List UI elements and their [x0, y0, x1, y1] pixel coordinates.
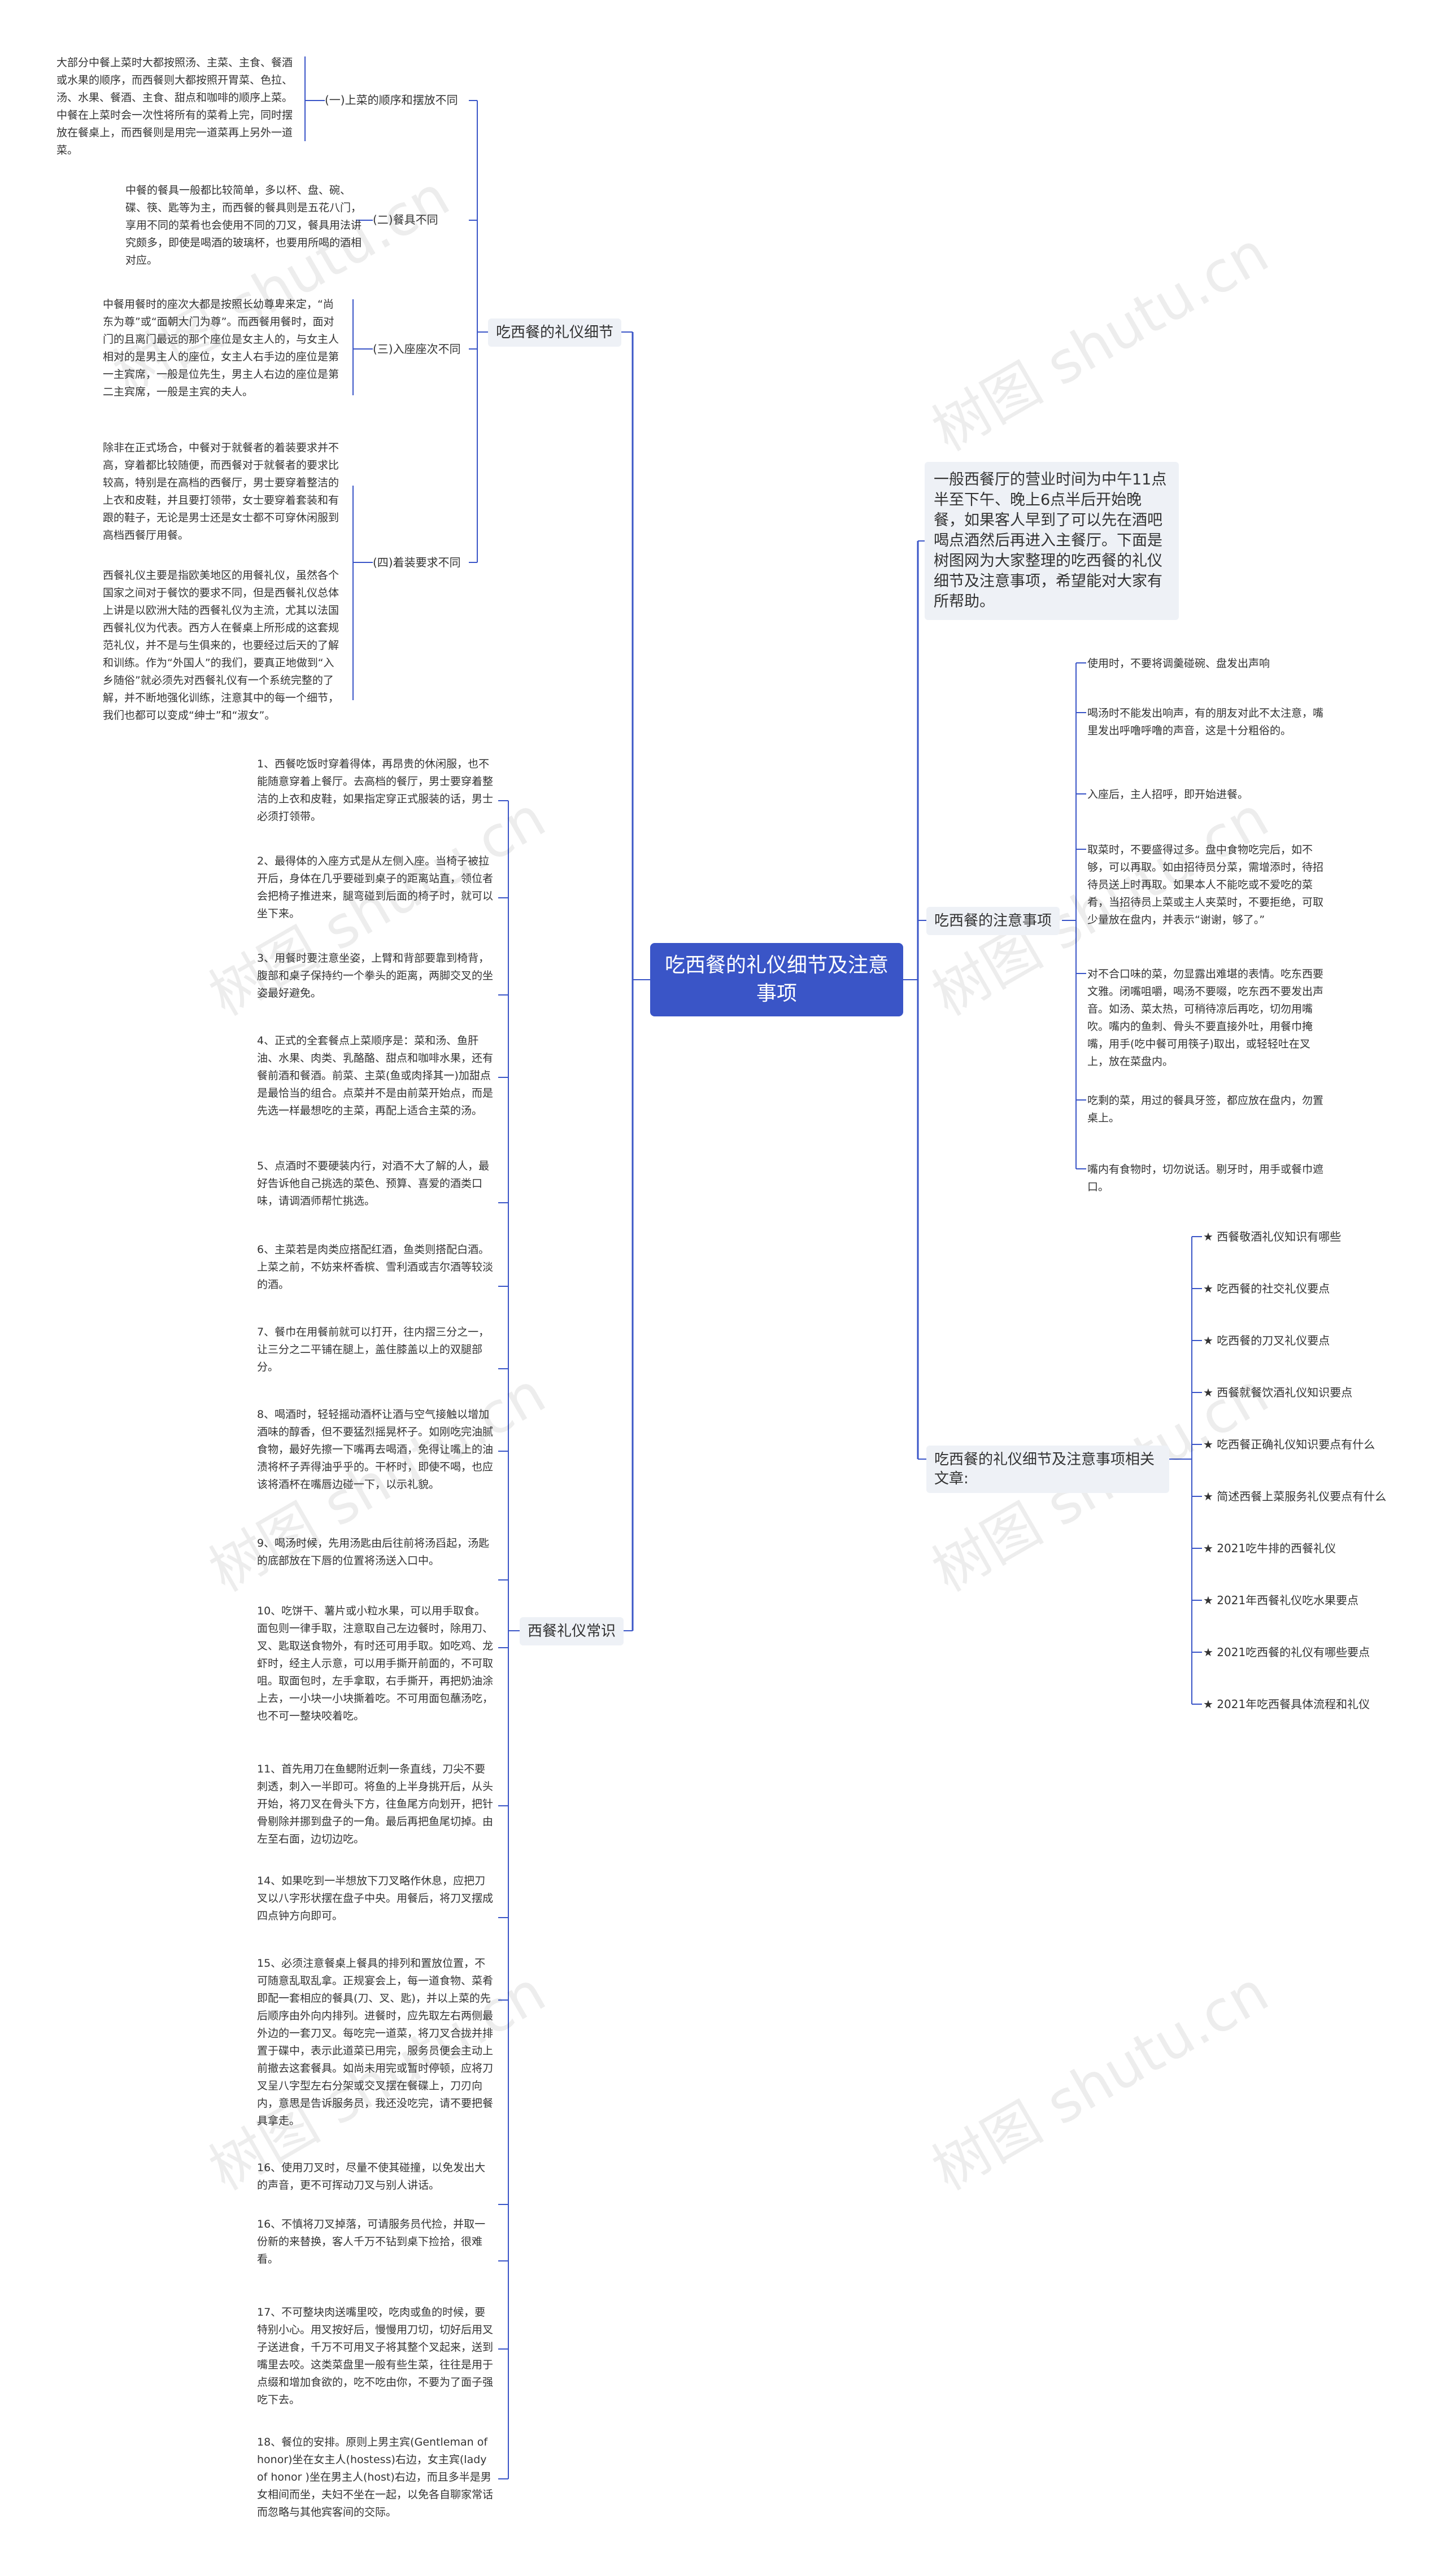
note-item: 使用时，不要将调羹碰碗、盘发出声响	[1087, 657, 1270, 670]
note-item: 取菜时，不要盛得过多。盘中食物吃完后，如不够，可以再取。如由招待员分菜，需增添时…	[1087, 844, 1324, 926]
common-item: 11、首先用刀在鱼鳃附近刺一条直线，刀尖不要刺透，刺入一半即可。将鱼的上半身挑开…	[257, 1763, 494, 1845]
article-link[interactable]: ★ 2021吃西餐的礼仪有哪些要点	[1203, 1645, 1370, 1659]
note-item: 对不合口味的菜，勿显露出难堪的表情。吃东西要文雅。闭嘴咀嚼，喝汤不要啜，吃东西不…	[1087, 968, 1324, 1068]
common-item: 14、如果吃到一半想放下刀叉略作休息，应把刀叉以八字形状摆在盘子中央。用餐后，将…	[257, 1875, 494, 1922]
common-item: 18、餐位的安排。原则上男主宾(Gentleman of honor)坐在女主人…	[257, 2436, 494, 2518]
common-item: 8、喝酒时，轻轻摇动酒杯让酒与空气接触以增加酒味的醇香，但不要猛烈摇晃杯子。如刚…	[257, 1408, 494, 1491]
sub-tableware[interactable]: (二)餐具不同	[373, 213, 438, 226]
common-item: 7、餐巾在用餐前就可以打开，往内摺三分之一，让三分之二平铺在腿上，盖住膝盖以上的…	[257, 1326, 490, 1373]
note-item: 入座后，主人招呼，即开始进餐。	[1087, 788, 1249, 801]
article-link[interactable]: ★ 2021吃牛排的西餐礼仪	[1203, 1542, 1336, 1555]
common-item: 4、正式的全套餐点上菜顺序是：菜和汤、鱼肝油、水果、肉类、乳酪酪、甜点和咖啡水果…	[257, 1034, 494, 1117]
root-topic[interactable]: 吃西餐的礼仪细节及注意事项	[650, 943, 903, 1016]
branch-articles[interactable]: 吃西餐的礼仪细节及注意事项相关文章:	[926, 1446, 1169, 1493]
common-item: 5、点酒时不要硬装内行，对酒不大了解的人，最好告诉他自己挑选的菜色、预算、喜爱的…	[257, 1160, 490, 1207]
common-item: 16、使用刀叉时，尽量不使其碰撞，以免发出大的声音，更不可挥动刀叉与别人讲话。	[257, 2162, 486, 2191]
note-item: 喝汤时不能发出响声，有的朋友对此不太注意，嘴里发出呼噜呼噜的声音，这是十分粗俗的…	[1087, 707, 1324, 737]
note-item: 吃剩的菜，用过的餐具牙签，都应放在盘内，勿置桌上。	[1087, 1094, 1324, 1124]
article-link[interactable]: ★ 2021年吃西餐具体流程和礼仪	[1203, 1697, 1370, 1711]
leaf-text: 除非在正式场合，中餐对于就餐者的着装要求并不高，穿着都比较随便，而西餐对于就餐者…	[103, 442, 339, 542]
article-link[interactable]: ★ 吃西餐的刀叉礼仪要点	[1203, 1334, 1330, 1347]
branch-common[interactable]: 西餐礼仪常识	[520, 1617, 624, 1645]
note-item: 嘴内有食物时，切勿说话。剔牙时，用手或餐巾遮口。	[1087, 1163, 1324, 1193]
sub-seating[interactable]: (三)入座座次不同	[373, 342, 461, 356]
leaf-text: 中餐用餐时的座次大都是按照长幼尊卑来定，“尚东为尊”或“面朝大门为尊”。而西餐用…	[103, 298, 339, 398]
common-item: 9、喝汤时候，先用汤匙由后往前将汤舀起，汤匙的底部放在下唇的位置将汤送入口中。	[257, 1537, 490, 1567]
article-link[interactable]: ★ 简述西餐上菜服务礼仪要点有什么	[1203, 1490, 1387, 1503]
article-link[interactable]: ★ 吃西餐正确礼仪知识要点有什么	[1203, 1438, 1375, 1451]
common-item: 1、西餐吃饭时穿着得体，再昂贵的休闲服，也不能随意穿着上餐厅。去高档的餐厅，男士…	[257, 758, 494, 823]
article-link[interactable]: ★ 2021年西餐礼仪吃水果要点	[1203, 1593, 1359, 1607]
branch-details[interactable]: 吃西餐的礼仪细节	[488, 318, 622, 347]
article-link[interactable]: ★ 西餐就餐饮酒礼仪知识要点	[1203, 1386, 1353, 1399]
leaf-text: 中餐的餐具一般都比较简单，多以杯、盘、碗、碟、筷、匙等为主，而西餐的餐具则是五花…	[125, 184, 362, 267]
article-link[interactable]: ★ 吃西餐的社交礼仪要点	[1203, 1282, 1330, 1295]
sub-dress[interactable]: (四)着装要求不同	[373, 556, 461, 569]
common-item: 15、必须注意餐桌上餐具的排列和置放位置，不可随意乱取乱拿。正规宴会上，每一道食…	[257, 1957, 494, 2127]
sub-serving-order[interactable]: (一)上菜的顺序和摆放不同	[325, 93, 458, 107]
common-item: 10、吃饼干、薯片或小粒水果，可以用手取食。面包则一律手取，注意取自己左边餐时，…	[257, 1605, 494, 1722]
common-item: 2、最得体的入座方式是从左侧入座。当椅子被拉开后，身体在几乎要碰到桌子的距离站直…	[257, 855, 494, 920]
branch-notes[interactable]: 吃西餐的注意事项	[926, 907, 1060, 935]
leaf-text: 西餐礼仪主要是指欧美地区的用餐礼仪，虽然各个国家之间对于餐饮的要求不同，但是西餐…	[103, 569, 339, 722]
common-item: 16、不慎将刀叉掉落，可请服务员代捡，并取一份新的来替换，客人千万不钻到桌下捡拾…	[257, 2218, 486, 2265]
common-item: 6、主菜若是肉类应搭配红酒，鱼类则搭配白酒。上菜之前，不妨来杯香槟、雪利酒或吉尔…	[257, 1243, 494, 1291]
article-link[interactable]: ★ 西餐敬酒礼仪知识有哪些	[1203, 1230, 1342, 1243]
common-item: 3、用餐时要注意坐姿，上臂和背部要靠到椅背，腹部和桌子保持约一个拳头的距离，两脚…	[257, 952, 494, 999]
intro-node[interactable]: 一般西餐厅的营业时间为中午11点半至下午、晚上6点半后开始晚餐，如果客人早到了可…	[925, 462, 1179, 620]
common-item: 17、不可整块肉送嘴里咬，吃肉或鱼的时候，要特别小心。用叉按好后，慢慢用刀切，切…	[257, 2306, 494, 2406]
leaf-text: 大部分中餐上菜时大都按照汤、主菜、主食、餐酒或水果的顺序，而西餐则大都按照开胃菜…	[56, 56, 293, 156]
